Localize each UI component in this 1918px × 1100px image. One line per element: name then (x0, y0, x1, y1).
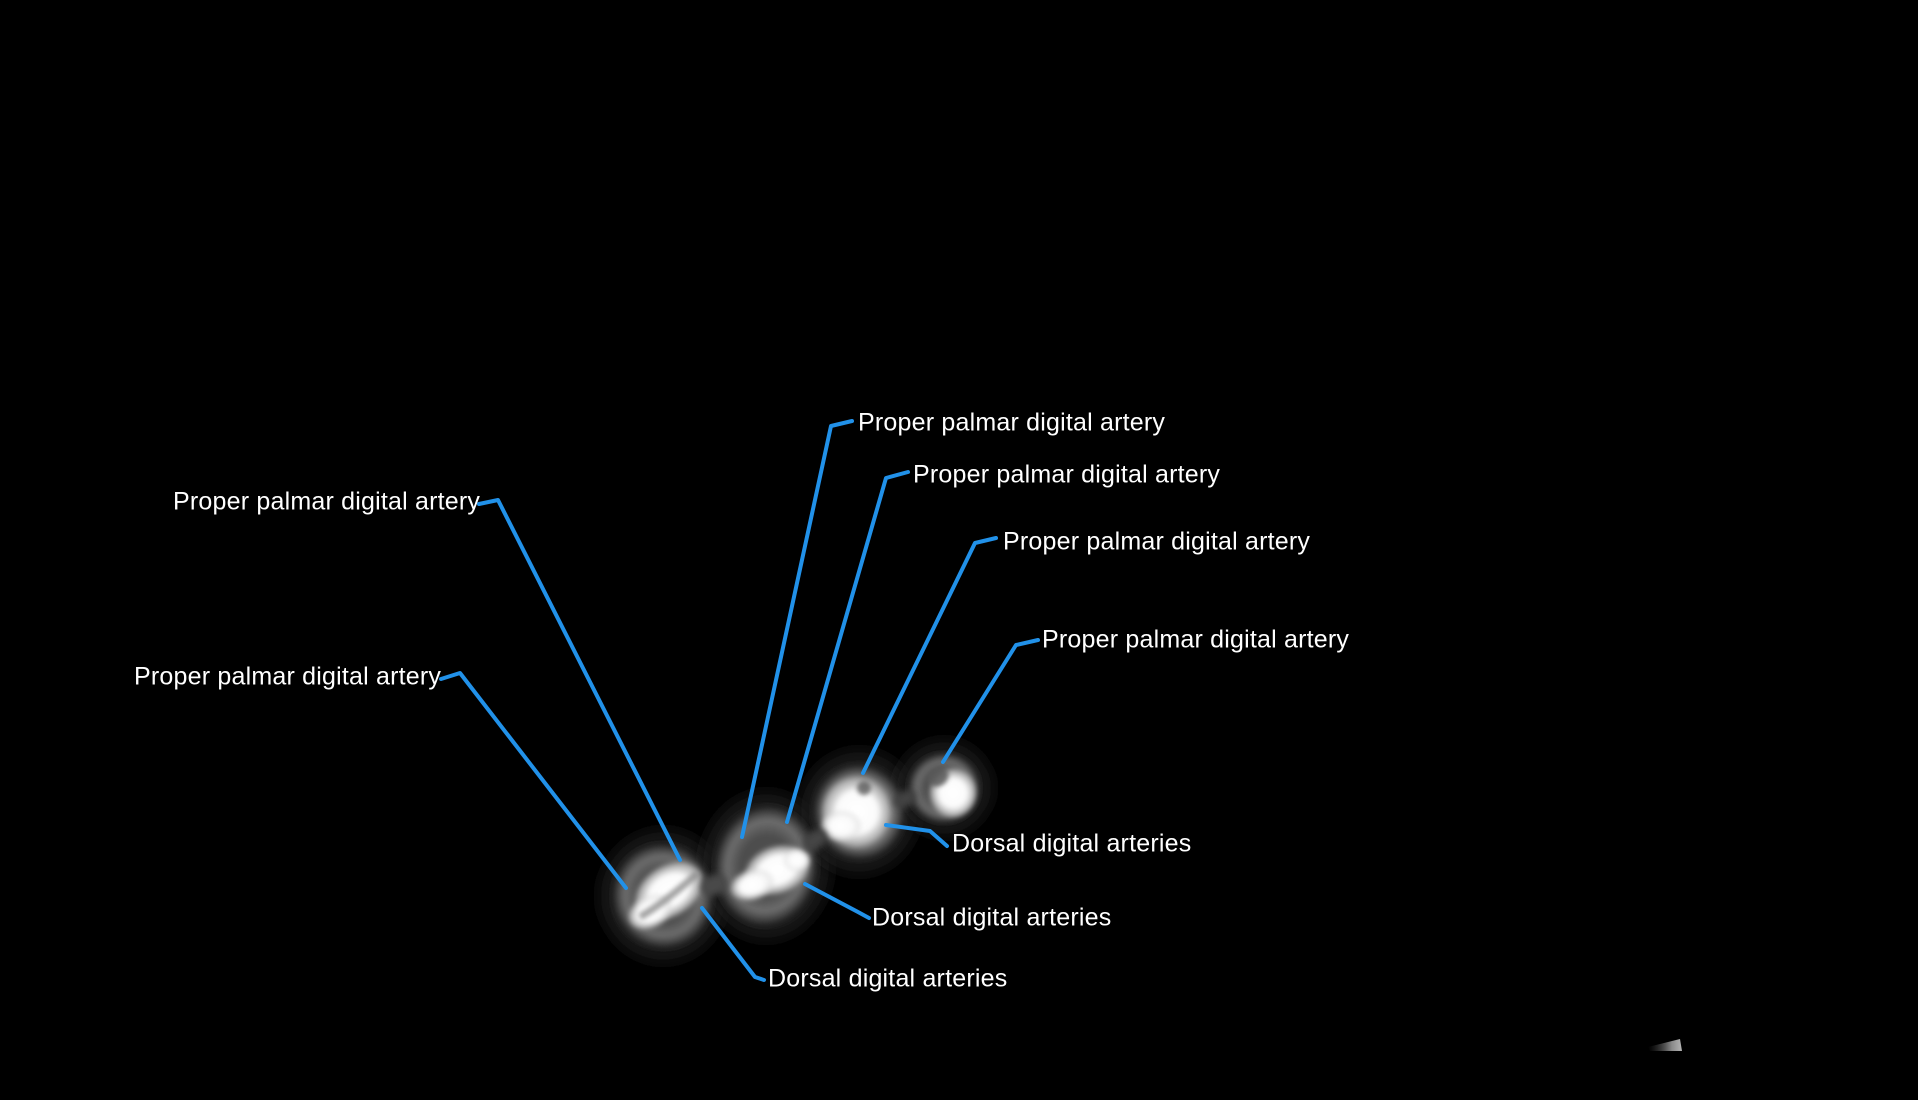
leader-proper-palmar-right-1 (740, 419, 854, 839)
leader-dorsal-middle (803, 882, 871, 920)
leader-proper-palmar-right-4 (941, 638, 1040, 764)
finger-cross-section-1 (609, 841, 717, 951)
bridge-1-2 (700, 874, 728, 896)
leader-proper-palmar-left-upper (477, 498, 682, 862)
finger-1-gray-streak (638, 870, 701, 921)
leader-dorsal-upper (884, 823, 949, 848)
label-proper-palmar-digital-artery-right-2: Proper palmar digital artery (913, 460, 1221, 489)
bottom-right-smudge (1648, 1039, 1682, 1051)
finger-cross-section-2 (711, 803, 821, 929)
label-proper-palmar-digital-artery-right-4: Proper palmar digital artery (1042, 625, 1350, 654)
label-dorsal-digital-arteries-upper: Dorsal digital arteries (952, 829, 1192, 858)
leader-proper-palmar-right-2 (785, 470, 910, 824)
label-proper-palmar-digital-artery-left-lower: Proper palmar digital artery (134, 662, 442, 691)
label-proper-palmar-digital-artery-left-upper: Proper palmar digital artery (173, 487, 481, 516)
tissue-bridges (700, 790, 917, 896)
leader-lines (439, 419, 1040, 982)
finger-2-artery-highlight-c (783, 848, 811, 872)
finger-2-artery-highlight-b (729, 868, 775, 902)
leader-proper-palmar-left-lower (439, 671, 628, 890)
finger-cross-section-3 (810, 762, 908, 862)
label-proper-palmar-digital-artery-right-1: Proper palmar digital artery (858, 408, 1166, 437)
leader-proper-palmar-right-3 (861, 536, 998, 775)
finger-4-notch (927, 767, 949, 787)
label-proper-palmar-digital-artery-right-3: Proper palmar digital artery (1003, 527, 1311, 556)
finger-3-artery-highlight-b (820, 810, 862, 842)
finger-cross-section-4 (906, 750, 982, 826)
label-dorsal-digital-arteries-middle: Dorsal digital arteries (872, 903, 1112, 932)
label-dorsal-digital-arteries-lower: Dorsal digital arteries (768, 964, 1008, 993)
leader-dorsal-lower (700, 906, 766, 982)
bridge-3-4 (893, 790, 917, 808)
bridge-2-3 (803, 829, 827, 851)
finger-3-notch (857, 781, 871, 795)
